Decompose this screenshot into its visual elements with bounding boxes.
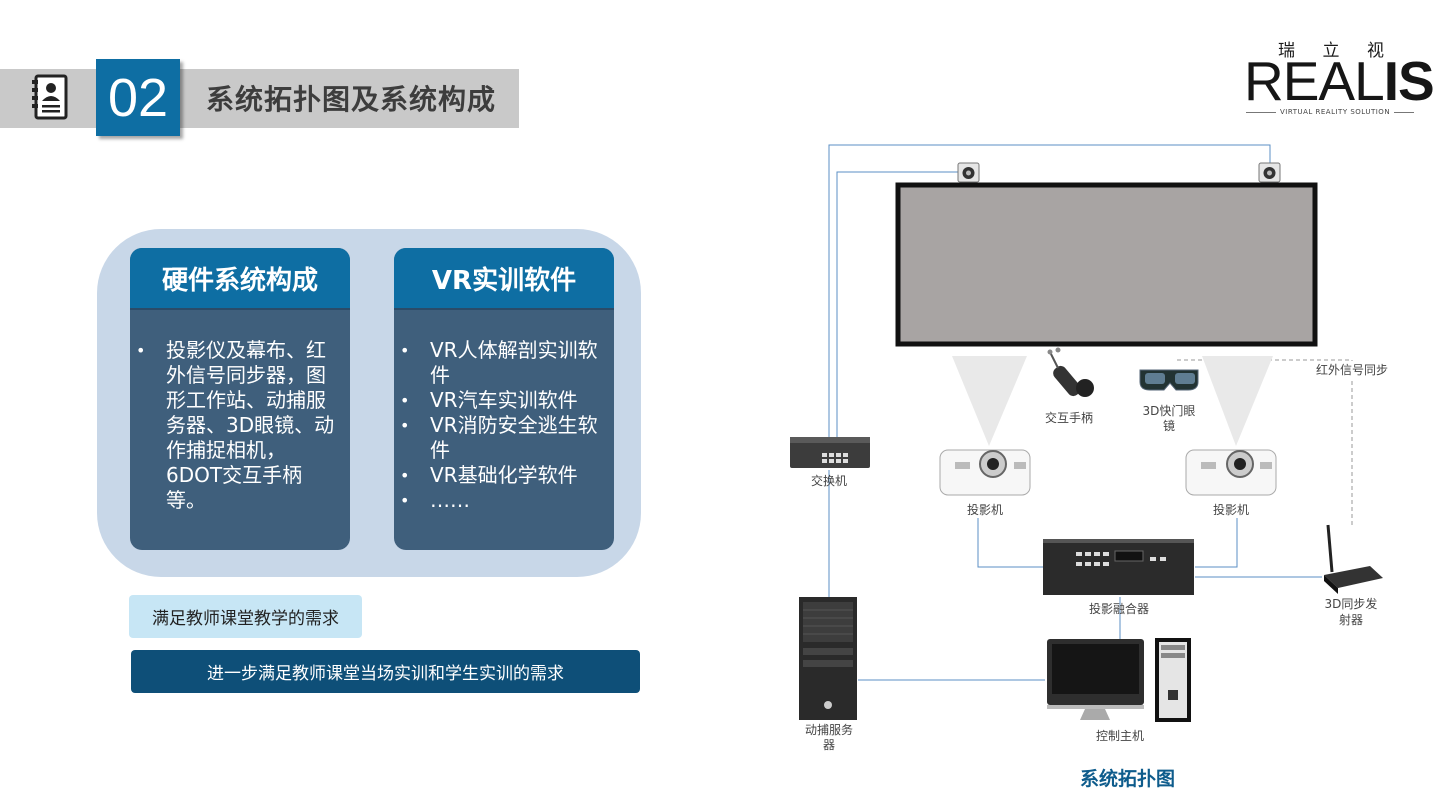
camera-right-icon <box>1258 162 1281 183</box>
line-switch-camera-right <box>828 144 1271 440</box>
projector-right-icon <box>1185 449 1277 496</box>
software-list: VR人体解剖实训软件 VR汽车实训软件 VR消防安全逃生软件 VR基础化学软件 … <box>394 310 614 513</box>
controller-label: 交互手柄 <box>1044 411 1093 425</box>
3d-glasses-icon <box>1139 369 1199 391</box>
camera-left-icon <box>957 162 980 183</box>
diagram-title: 系统拓扑图 <box>1080 768 1176 790</box>
glasses-label-line: 镜 <box>1162 419 1175 433</box>
header-band <box>0 69 519 128</box>
ir-sync-label: 红外信号同步 <box>1316 361 1392 378</box>
projector-left-icon <box>939 449 1031 496</box>
page-title: 系统拓扑图及系统构成 <box>206 83 497 116</box>
projector-right-label: 投影机 <box>1212 503 1249 517</box>
fusion-label: 投影融合器 <box>1088 602 1149 616</box>
software-item: VR人体解剖实训软件 <box>400 338 600 388</box>
logo-char: 立 <box>1322 41 1340 61</box>
software-item: VR消防安全逃生软件 <box>400 413 600 463</box>
hardware-list: 投影仪及幕布、红外信号同步器，图形工作站、动捕服务器、3D眼镜、动作捕捉相机，6… <box>130 310 350 513</box>
projector-beam-left <box>952 356 1027 446</box>
section-number: 02 <box>96 59 180 136</box>
host-label: 控制主机 <box>1095 729 1144 743</box>
glasses-label-line: 3D快门眼 <box>1142 404 1196 418</box>
logo-chinese-name: 瑞 立 视 <box>1278 36 1384 61</box>
projection-screen <box>895 182 1318 347</box>
logo-char: 瑞 <box>1278 41 1295 61</box>
basic-requirement: 满足教师课堂教学的需求 <box>129 595 362 638</box>
controller-icon <box>1047 347 1094 397</box>
hardware-item: 投影仪及幕布、红外信号同步器，图形工作站、动捕服务器、3D眼镜、动作捕捉相机，6… <box>136 338 336 513</box>
mocap-label-line: 动捕服务 <box>804 723 853 737</box>
3d-sync-emitter-icon <box>1324 524 1383 594</box>
projection-fusion-device-icon <box>1043 539 1194 595</box>
control-host-tower-icon <box>1155 638 1191 722</box>
line-switch-camera-left <box>836 171 960 440</box>
logo-char: 视 <box>1367 41 1384 61</box>
advanced-requirement: 进一步满足教师课堂当场实训和学生实训的需求 <box>131 650 640 693</box>
control-host-monitor-icon <box>1047 639 1144 720</box>
software-card-title: VR实训软件 <box>394 248 614 310</box>
hardware-card: 硬件系统构成 投影仪及幕布、红外信号同步器，图形工作站、动捕服务器、3D眼镜、动… <box>130 248 350 550</box>
projector-left-label: 投影机 <box>966 503 1003 517</box>
emitter-label-line: 射器 <box>1338 613 1363 627</box>
software-item: VR基础化学软件 <box>400 463 600 488</box>
hardware-card-title: 硬件系统构成 <box>130 248 350 310</box>
logo-tagline: VIRTUAL REALITY SOLUTION <box>1276 108 1395 116</box>
logo-wordmark-bold: IS <box>1383 50 1435 112</box>
logo-wordmark: REALIS <box>1244 50 1435 112</box>
software-card: VR实训软件 VR人体解剖实训软件 VR汽车实训软件 VR消防安全逃生软件 VR… <box>394 248 614 550</box>
switch-label: 交换机 <box>810 474 847 488</box>
logo-wordmark-light: REAL <box>1244 50 1385 112</box>
mocap-label-line: 器 <box>822 738 835 752</box>
profile-document-icon <box>30 72 70 122</box>
glasses-label: 3D快门眼 镜 <box>1135 404 1203 434</box>
emitter-label-line: 3D同步发 <box>1324 597 1378 611</box>
software-item: VR汽车实训软件 <box>400 388 600 413</box>
line-fusion-projector-right <box>1195 518 1238 568</box>
connection-lines <box>828 144 1322 681</box>
software-item: …… <box>400 488 600 513</box>
line-fusion-projector-left <box>977 518 1045 568</box>
network-switch-icon <box>790 437 870 468</box>
mocap-server-icon <box>799 597 857 720</box>
emitter-label: 3D同步发 射器 <box>1318 596 1384 628</box>
projector-beam-right <box>1202 356 1273 446</box>
mocap-label: 动捕服务 器 <box>796 723 862 753</box>
